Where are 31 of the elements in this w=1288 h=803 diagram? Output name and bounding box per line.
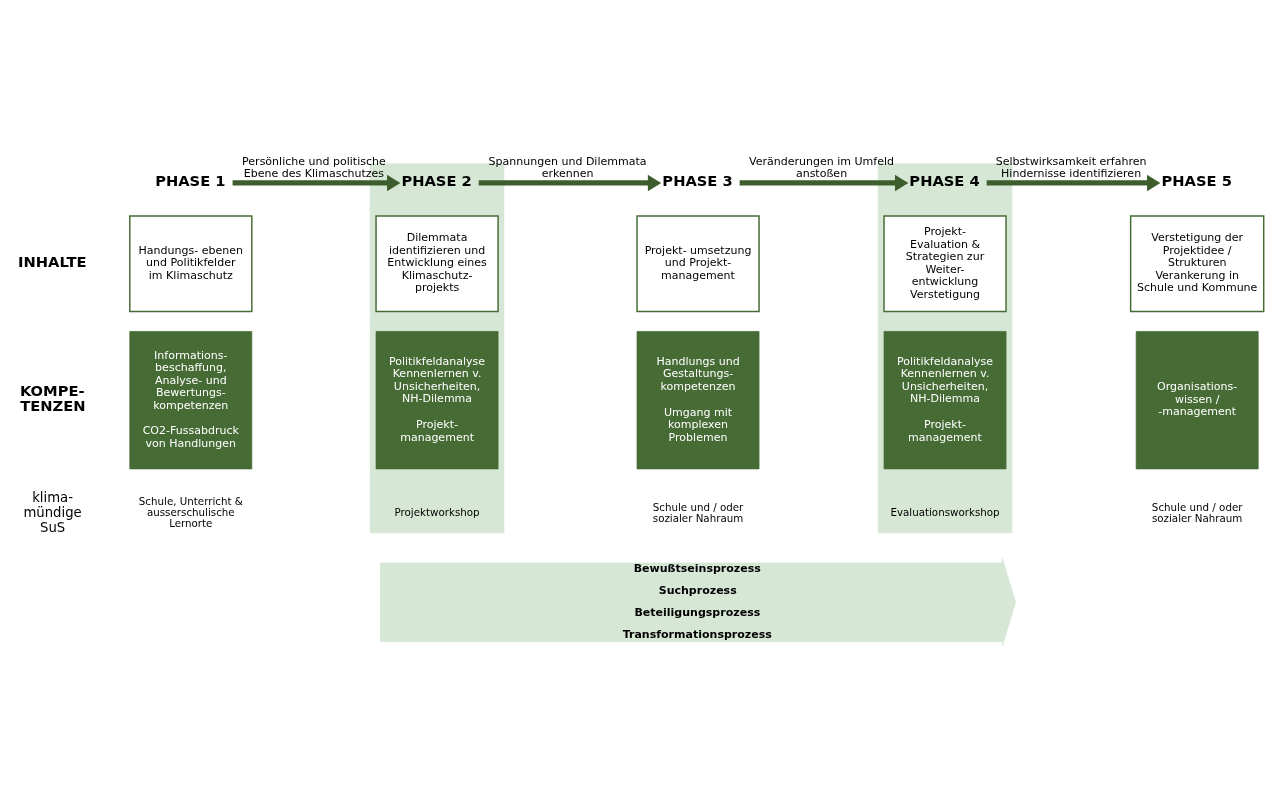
arrow	[739, 174, 909, 191]
node-box: Projekt- Evaluation & Strategien zur Weiter- entwicklung Verstetigung	[883, 214, 1007, 312]
node-box: Projekt- umsetzung und Projekt- management	[636, 214, 760, 312]
node-text: PHASE 2	[401, 171, 472, 189]
node-box: Politikfeldanalyse Kennenlernen v. Unsicherheiten, NH-Dilemma Projekt- management	[375, 330, 499, 469]
arrow	[986, 174, 1161, 191]
node-box: Handlungs und Gestaltungs- kompetenzen Umgang mit komplexen Problemen	[636, 330, 760, 469]
label: klima- mündige SuS	[23, 489, 82, 535]
label: KOMPE- TENZEN	[19, 381, 86, 414]
edge-label: Persönliche und politische Ebene des Klimaschutzes	[242, 154, 386, 180]
label: Evaluationsworkshop	[890, 505, 1000, 518]
label: Projektworkshop	[394, 505, 480, 518]
label: Schule und / oder sozialer Nahraum	[652, 500, 744, 524]
edge-label: Spannungen und Dilemmata erkennen	[488, 154, 647, 180]
edge-label: Selbstwirksamkeit erfahren Hindernisse identifizieren	[995, 154, 1147, 180]
node-text: PHASE 5	[1161, 171, 1232, 189]
node-text: PHASE 1	[155, 171, 226, 189]
node-text: PHASE 3	[662, 171, 733, 189]
node-box: Organisations- wissen / -management	[1135, 330, 1259, 469]
label: Schule und / oder sozialer Nahraum	[1151, 500, 1243, 524]
edge-label: Veränderungen im Umfeld anstoßen	[749, 154, 895, 180]
node-box: Dilemmata identifizieren und Entwicklung eines Klimaschutz- projekts	[375, 214, 499, 312]
label: INHALTE	[18, 252, 87, 270]
node-box: Verstetigung der Projektidee / Strukturen Verankerung in Schule und Kommune	[1129, 214, 1265, 312]
label: Schule, Unterricht & ausserschulische Lernorte	[138, 494, 243, 529]
node-box: Politikfeldanalyse Kennenlernen v. Unsicherheiten, NH-Dilemma Projekt- management	[883, 330, 1007, 469]
node-text: PHASE 4	[909, 171, 980, 189]
arrow	[232, 174, 401, 191]
node-box: Informations- beschaffung, Analyse- und Bewertungs- kompetenzen CO2-Fussabdruck von Handlungen	[129, 330, 253, 469]
node-box: Handungs- ebenen und Politikfelder im Klimaschutz	[129, 214, 253, 312]
arrow	[478, 174, 662, 191]
